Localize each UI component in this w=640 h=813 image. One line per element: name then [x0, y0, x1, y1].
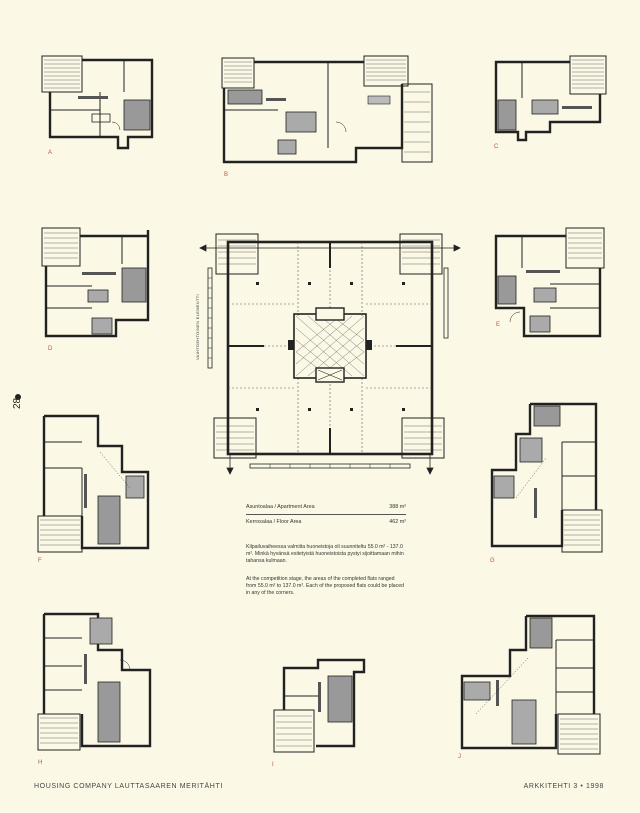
floor-plan-j-drawing: [460, 614, 601, 755]
floor-plan-b-drawing: [221, 55, 433, 164]
footer-issue: ARKKITEHTI 3 • 1998: [523, 783, 604, 790]
floor-area-row: Kerrosalaa / Floor Area 462 m²: [246, 515, 406, 529]
floor-plan-d-drawing: [41, 227, 150, 338]
page-bullet: [15, 394, 21, 400]
apartment-area-value: 388 m²: [389, 504, 406, 510]
floor-plan-e-drawing: [494, 227, 605, 338]
plan-label-c: C: [494, 144, 499, 150]
floor-plan-f-drawing: [37, 414, 150, 553]
description-english: At the competition stage, the areas of t…: [246, 576, 405, 596]
apartment-area-label: Asuntoalaa / Apartment Area: [246, 504, 315, 510]
plan-label-g: G: [490, 558, 496, 564]
floor-plan-c-drawing: [494, 55, 607, 142]
plan-label-h: H: [38, 760, 43, 766]
floor-area-label: Kerrosalaa / Floor Area: [246, 519, 302, 525]
plan-label-a: A: [48, 150, 53, 156]
plan-label-e: E: [496, 322, 501, 328]
plan-label-i: I: [272, 762, 275, 768]
typical-floor-plan: [198, 228, 468, 482]
floor-plan-g: G: [486, 398, 610, 564]
plan-label-d: D: [48, 346, 53, 352]
floor-plan-c: C: [492, 52, 612, 152]
typical-floor-plan-drawing: [199, 233, 461, 475]
floor-plan-j: J: [456, 610, 606, 760]
floor-plan-g-drawing: [490, 402, 603, 553]
floor-plan-b: B: [218, 52, 440, 178]
floor-plan-i-drawing: [273, 658, 366, 753]
area-divider: [246, 514, 406, 515]
plan-label-b: B: [224, 172, 229, 178]
plan-label-f: F: [38, 558, 43, 564]
area-table: Asuntoalaa / Apartment Area 388 m² Kerro…: [246, 500, 406, 529]
plan-label-j: J: [458, 754, 462, 760]
page-number: 28: [12, 397, 23, 409]
apartment-area-row: Asuntoalaa / Apartment Area 388 m²: [246, 500, 406, 514]
floor-plan-a: A: [38, 52, 158, 156]
alternative-element-label: VAIHTOEHTOINEN ELEMENTTI: [195, 294, 200, 360]
floor-area-value: 462 m²: [389, 519, 406, 525]
floor-plan-e: E: [490, 224, 610, 344]
floor-plan-h: H: [34, 610, 156, 766]
floor-plan-a-drawing: [41, 55, 154, 150]
floor-plan-d: D: [38, 224, 158, 352]
floor-plan-h-drawing: [37, 612, 152, 751]
description-finnish: Kilpailuvaiheessa valmiita huoneistoja o…: [246, 544, 404, 564]
floor-plan-i: I: [270, 656, 370, 768]
footer-project-title: HOUSING COMPANY LAUTTASAAREN MERITÄHTI: [34, 783, 223, 790]
floor-plan-f: F: [34, 412, 154, 564]
